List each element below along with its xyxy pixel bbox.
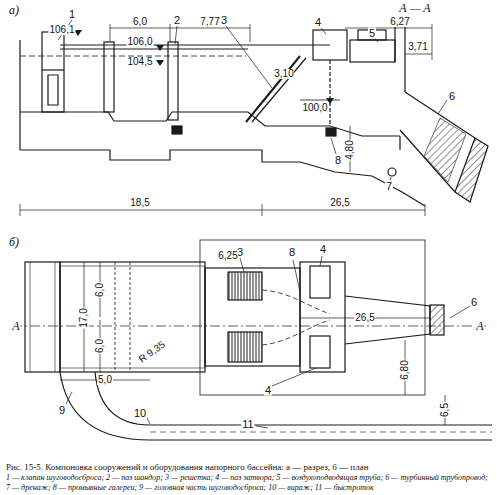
section-mark: А: [11, 320, 20, 332]
callout-number: 9: [58, 405, 66, 416]
dimension-label: 26,5: [329, 198, 350, 208]
section-mark: А: [475, 320, 484, 332]
callout-number: 10: [133, 408, 147, 419]
dimension-label: 4,80: [345, 139, 355, 160]
callout-number: 4: [319, 244, 327, 255]
section-mark: А — А: [398, 2, 431, 14]
dimension-label: 5,0: [97, 375, 113, 385]
section-mark: а): [8, 4, 20, 16]
callout-number: 6: [470, 297, 478, 308]
callout-number: 1: [68, 9, 76, 20]
dimension-label: 6,25: [217, 251, 238, 261]
elevation-label: 106,1: [48, 25, 75, 35]
dimension-label: 18,5: [129, 198, 150, 208]
section-mark: б): [8, 236, 20, 248]
legend-text: 1 — клапан шуговодосброса; 2 — паз шандо…: [6, 473, 491, 492]
callout-number: 8: [334, 155, 342, 166]
dimension-label: 7,77: [199, 17, 220, 27]
callout-number: 3: [220, 15, 228, 26]
callout-number: 11: [241, 419, 254, 430]
dimension-label: 17,0: [79, 307, 89, 328]
elevation-label: 104,5: [126, 57, 153, 67]
callout-number: 4: [314, 17, 322, 28]
callout-number: 2: [173, 15, 181, 26]
dimension-label: 6,27: [389, 17, 410, 27]
callout-number: 7: [385, 181, 393, 192]
dimension-label: 6,0: [95, 282, 105, 298]
dimension-label: 3,10: [273, 69, 294, 79]
callout-number: 5: [368, 28, 376, 39]
callout-number: 6: [448, 91, 456, 102]
dimension-label: 3,71: [407, 42, 428, 52]
dimension-label: 6,5: [440, 402, 450, 418]
callout-number: 8: [288, 247, 296, 258]
dimension-label: 26,5: [354, 313, 375, 323]
dimension-label: 6,0: [132, 17, 148, 27]
dimension-label: R 9,35: [136, 339, 168, 365]
dimension-label: 6,0: [95, 338, 105, 354]
dimension-label: 6,80: [400, 359, 410, 380]
elevation-label: 106,0: [126, 37, 153, 47]
elevation-label: 100,0: [301, 103, 328, 113]
callout-number: 4: [264, 385, 272, 396]
figure-caption: Рис. 15-5. Компоновка сооружений и обору…: [6, 462, 491, 472]
